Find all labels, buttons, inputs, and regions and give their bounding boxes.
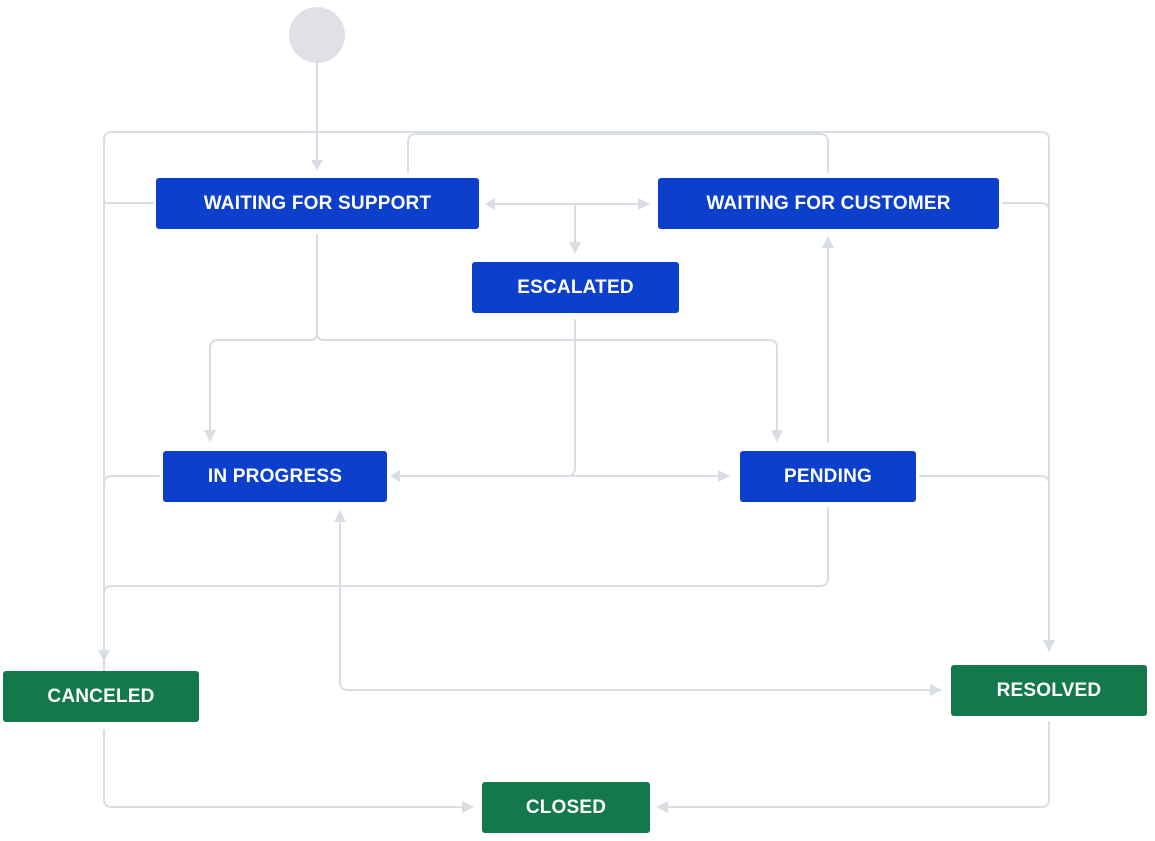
transition-pending-to-canceled[interactable]: [103, 507, 829, 595]
arrowhead-icon: [771, 430, 783, 442]
start-node[interactable]: [289, 7, 345, 63]
arrowhead-icon: [822, 236, 834, 248]
arrowhead-icon: [656, 801, 668, 813]
arrowhead-icon: [204, 430, 216, 442]
status-waiting-for-support[interactable]: WAITING FOR SUPPORT: [156, 178, 479, 229]
arrowhead-icon: [334, 510, 346, 522]
status-in-progress[interactable]: IN PROGRESS: [163, 451, 387, 502]
status-pending[interactable]: PENDING: [740, 451, 916, 502]
transition-escalated-down[interactable]: [566, 319, 576, 477]
arrowhead-icon: [462, 801, 474, 813]
arrowhead-icon: [569, 242, 581, 254]
transition-in-progress-resolved[interactable]: [339, 521, 931, 691]
transition-pending-to-resolved[interactable]: [919, 475, 1050, 485]
arrowhead-icon: [930, 684, 942, 696]
transition-canceled-to-closed[interactable]: [103, 729, 463, 808]
transition-waiting-support-split[interactable]: [209, 234, 318, 431]
transition-outer-loop[interactable]: [103, 131, 1050, 677]
transition-resolved-to-closed[interactable]: [667, 721, 1050, 808]
status-waiting-for-customer[interactable]: WAITING FOR CUSTOMER: [658, 178, 999, 229]
status-canceled[interactable]: CANCELED: [3, 671, 199, 722]
arrowhead-icon: [390, 470, 400, 482]
arrowhead-icon: [638, 198, 650, 210]
status-resolved[interactable]: RESOLVED: [951, 665, 1147, 716]
arrowhead-icon: [311, 160, 323, 170]
status-escalated[interactable]: ESCALATED: [472, 262, 679, 313]
transition-in-progress-to-canceled[interactable]: [103, 475, 160, 485]
arrowhead-icon: [1043, 640, 1055, 652]
arrowhead-icon: [98, 650, 110, 662]
status-closed[interactable]: CLOSED: [482, 782, 650, 833]
transition-waiting-support-to-resolved[interactable]: [407, 133, 829, 173]
arrowhead-icon: [718, 470, 730, 482]
arrowhead-icon: [485, 198, 495, 210]
transition-waiting-support-to-pending[interactable]: [316, 332, 778, 431]
transition-waiting-customer-to-resolved[interactable]: [1002, 202, 1050, 212]
